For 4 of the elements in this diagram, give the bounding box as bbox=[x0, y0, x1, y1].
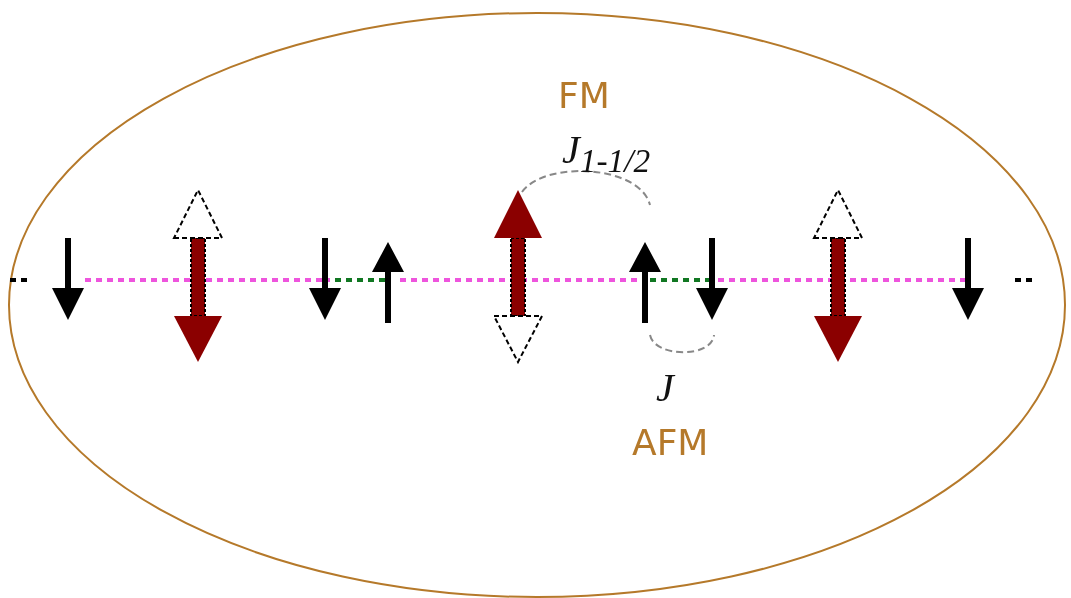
phase-label: FM bbox=[558, 78, 610, 114]
coupling-label: J bbox=[656, 368, 674, 408]
coupling-label: J$_{1-1/2}$ bbox=[562, 130, 651, 178]
phase-label: AFM bbox=[632, 425, 709, 461]
